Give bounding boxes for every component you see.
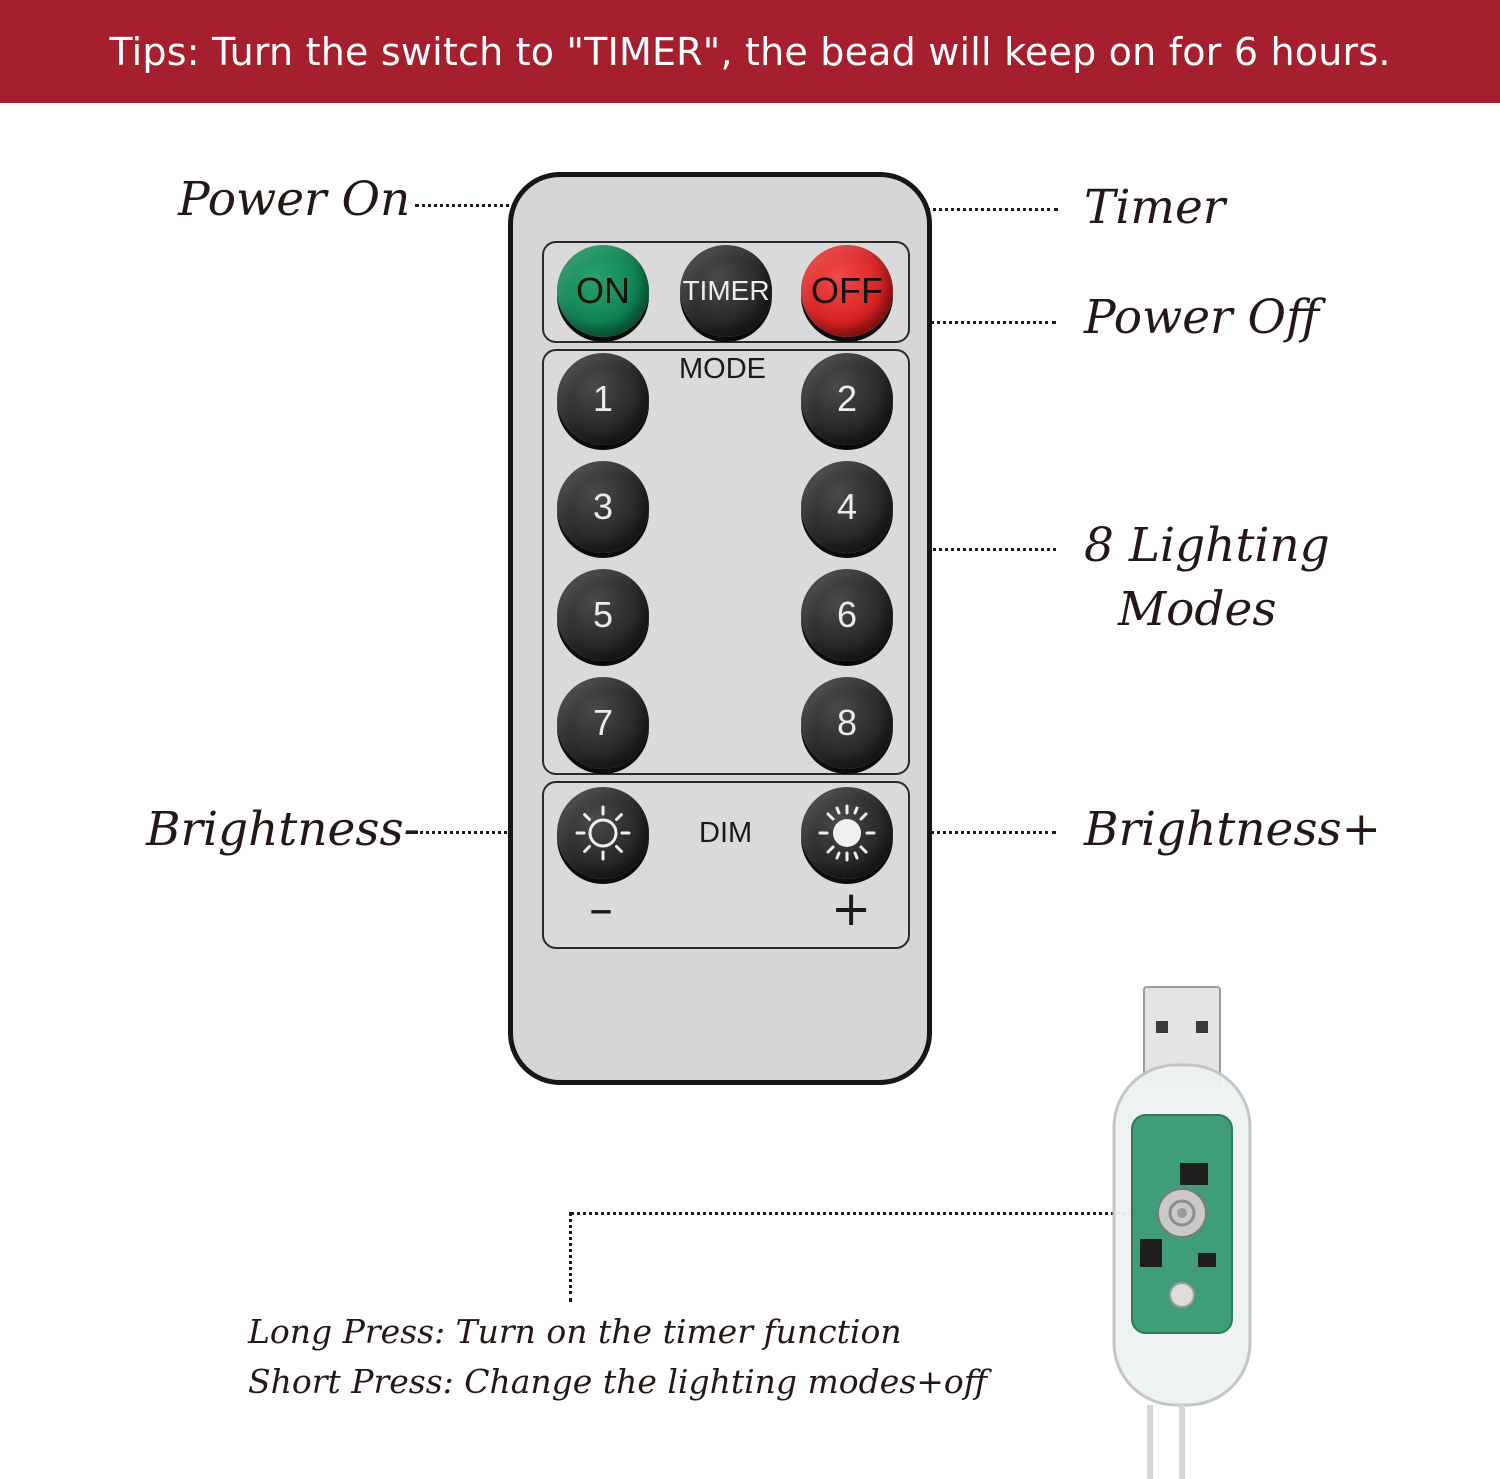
mode-button-label: 2 bbox=[836, 378, 858, 419]
callout-brightness-plus: Brightness+ bbox=[1084, 802, 1381, 857]
brightness-plus-button[interactable] bbox=[801, 787, 893, 879]
usb-connector-icon bbox=[1112, 986, 1252, 1479]
off-button-label: OFF bbox=[811, 270, 883, 311]
minus-sign: – bbox=[589, 881, 613, 937]
mode-button-4[interactable]: 4 bbox=[801, 461, 893, 553]
leader-usb-switch-drop bbox=[569, 1212, 572, 1302]
tips-banner: Tips: Turn the switch to "TIMER", the be… bbox=[0, 0, 1500, 103]
mode-button-label: 7 bbox=[592, 702, 614, 743]
mode-button-2[interactable]: 2 bbox=[801, 353, 893, 445]
callout-lighting-modes-line1: 8 Lighting bbox=[1084, 518, 1330, 573]
leader-lighting-modes bbox=[868, 548, 1056, 551]
plus-sign: + bbox=[831, 881, 872, 937]
callout-timer: Timer bbox=[1084, 180, 1226, 235]
leader-power-on bbox=[415, 204, 595, 207]
mode-button-label: 5 bbox=[592, 594, 614, 635]
leader-brightness-minus bbox=[415, 831, 555, 834]
sun-dim-icon bbox=[575, 805, 631, 861]
leader-power-off bbox=[870, 321, 1056, 324]
off-button[interactable]: OFF bbox=[801, 245, 893, 337]
leader-usb-switch bbox=[570, 1212, 1170, 1215]
callout-power-off: Power Off bbox=[1084, 290, 1320, 345]
mode-button-7[interactable]: 7 bbox=[557, 677, 649, 769]
sun-bright-icon bbox=[818, 804, 876, 862]
mode-button-5[interactable]: 5 bbox=[557, 569, 649, 661]
mode-button-6[interactable]: 6 bbox=[801, 569, 893, 661]
remote-control: ON TIMER OFF MODE 1 2 3 4 5 6 7 8 DIM bbox=[508, 172, 932, 1085]
callout-brightness-minus: Brightness- bbox=[146, 802, 420, 857]
dim-label: DIM bbox=[699, 817, 753, 849]
on-button-label: ON bbox=[576, 270, 630, 311]
timer-button[interactable]: TIMER bbox=[680, 245, 772, 337]
callout-power-on: Power On bbox=[178, 172, 411, 227]
callout-lighting-modes-line2: Modes bbox=[1118, 582, 1277, 637]
mode-button-label: 8 bbox=[836, 702, 858, 743]
mode-button-label: 3 bbox=[592, 486, 614, 527]
leader-brightness-plus bbox=[870, 831, 1056, 834]
note-short-press: Short Press: Change the lighting modes+o… bbox=[248, 1362, 988, 1401]
mode-button-8[interactable]: 8 bbox=[801, 677, 893, 769]
brightness-minus-button[interactable] bbox=[557, 787, 649, 879]
mode-button-label: 1 bbox=[592, 378, 614, 419]
timer-button-label: TIMER bbox=[682, 275, 770, 306]
mode-button-1[interactable]: 1 bbox=[557, 353, 649, 445]
tips-text: Tips: Turn the switch to "TIMER", the be… bbox=[109, 29, 1391, 74]
mode-label: MODE bbox=[679, 353, 766, 385]
mode-button-label: 6 bbox=[836, 594, 858, 635]
mode-button-3[interactable]: 3 bbox=[557, 461, 649, 553]
mode-button-label: 4 bbox=[836, 486, 858, 527]
on-button[interactable]: ON bbox=[557, 245, 649, 337]
note-long-press: Long Press: Turn on the timer function bbox=[248, 1312, 902, 1351]
